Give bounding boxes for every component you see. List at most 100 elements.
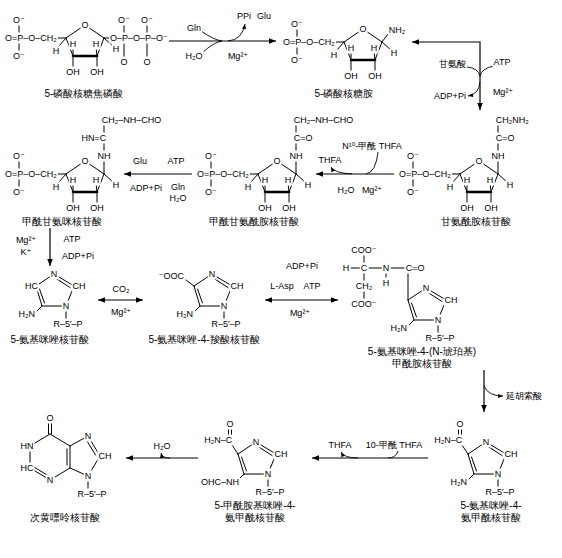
bond-line <box>472 457 477 471</box>
bond-line <box>390 268 404 269</box>
atom-label: ⁻OOC <box>158 271 185 282</box>
bond-line <box>428 293 442 302</box>
atom-label: N <box>208 269 217 280</box>
bond-line <box>351 60 352 71</box>
bond-line <box>48 423 49 434</box>
compound-name: 5-甲酰胺基咪唑-4- 氨甲酰核苷酸 <box>205 500 305 524</box>
bond-line <box>51 423 52 434</box>
atom-label: O <box>272 156 281 167</box>
bond-line <box>350 268 360 269</box>
bond-line <box>214 279 228 288</box>
atom-label: R–5′–P <box>210 319 241 330</box>
atom-label: O⁻ <box>204 151 218 162</box>
atom-label: H <box>382 278 391 289</box>
atom-label: O <box>455 419 464 430</box>
atom-label: CH <box>444 295 459 306</box>
bond-line <box>258 447 272 456</box>
bond-line <box>97 56 98 67</box>
atom-label: CH <box>98 451 113 462</box>
cofactor-arc <box>202 41 222 53</box>
atom-label: CH₂–NH–CHO <box>101 115 163 126</box>
atom-label: O⁻ <box>12 187 26 198</box>
atom-label: H <box>261 175 270 186</box>
reaction-arrow <box>483 370 484 412</box>
atom-label: O⁻ <box>406 151 420 162</box>
bond-line <box>409 320 414 325</box>
atom-label: O <box>119 57 128 68</box>
bond-line <box>70 446 71 468</box>
bond-line <box>73 192 74 203</box>
cofactor-label: ATP <box>167 156 186 167</box>
cofactor-label: THFA <box>327 440 352 451</box>
atom-label: O⁻ <box>12 51 26 62</box>
atom-label: O <box>358 24 367 35</box>
cofactor-label: H₂O <box>337 185 356 196</box>
atom-label: O⁻ <box>406 187 420 198</box>
bond-line <box>488 447 502 456</box>
atom-label: N <box>382 263 391 274</box>
cofactor-label: ADP+Pi <box>285 261 319 272</box>
atom-label: CH <box>274 449 289 460</box>
atom-label: N <box>46 475 55 486</box>
atom-label: HN=C <box>81 133 108 144</box>
atom-label: H₂N <box>450 477 469 488</box>
bond-line <box>198 289 203 303</box>
bond-line <box>469 474 474 479</box>
bond-line <box>104 160 105 174</box>
cofactor-label: N¹⁰-甲酰 THFA <box>341 141 403 152</box>
reaction-arrow <box>412 42 480 110</box>
atom-label: NH₂ <box>388 25 407 36</box>
cofactor-label: Gln <box>186 23 202 34</box>
atom-label: O <box>45 413 54 424</box>
bond-line <box>467 192 468 203</box>
cofactor-arc <box>331 167 352 174</box>
atom-label: H <box>52 46 61 57</box>
atom-label: N <box>422 283 431 294</box>
atom-label: H₂N <box>176 309 195 320</box>
cofactor-arc <box>484 386 503 396</box>
bond-line <box>186 280 194 286</box>
bond-line <box>462 445 468 454</box>
atom-label: H₂N–C <box>203 435 233 446</box>
compound-name: 5-氨基咪唑-4-(N-琥珀基) 甲酰胺核苷酸 <box>338 346 506 370</box>
atom-label: O⁻ <box>290 19 304 30</box>
cofactor-label: PPi <box>236 11 252 22</box>
cofactor-label: CO₂ <box>112 284 131 295</box>
compound-name: 5-磷酸核糖焦磷酸 <box>0 88 168 100</box>
bond-line <box>97 192 98 203</box>
cofactor-label: THFA <box>317 155 342 166</box>
atom-label: O <box>142 57 151 68</box>
atom-label: O=P–O–CH₂ <box>196 169 250 180</box>
cofactor-arc <box>228 24 245 41</box>
bond-line <box>40 289 45 303</box>
atom-label: R–5′–P <box>484 487 515 498</box>
cofactor-label: H₂O <box>185 51 204 62</box>
atom-label: N <box>62 301 71 312</box>
atom-label: H <box>112 44 121 55</box>
compound-name: 甲酰甘氨酰胺核苷酸 <box>192 216 316 228</box>
compound-name: 5-氨基咪唑-4-羧酸核苷酸 <box>143 334 265 346</box>
cofactor-label: ATP <box>303 281 322 292</box>
bond-line <box>296 160 297 174</box>
atom-label: HC <box>20 463 35 474</box>
atom-label: OH <box>65 67 81 78</box>
atom-label: N <box>264 469 273 480</box>
atom-label: N <box>84 431 93 442</box>
atom-label: N <box>482 437 491 448</box>
compound-name: 甘氨酰胺核苷酸 <box>394 216 558 228</box>
atom-label: H <box>446 182 455 193</box>
atom-label: C=O <box>495 133 516 144</box>
atom-label: H <box>304 180 313 191</box>
atom-label: OHC–NH <box>200 477 240 488</box>
cofactor-label: K⁺ <box>20 247 33 258</box>
cofactor-label: H₂O <box>169 193 188 204</box>
atom-label: H <box>506 180 515 191</box>
cofactor-label: L-Asp <box>269 281 295 292</box>
atom-label: OH <box>89 67 105 78</box>
atom-label: OH <box>65 203 81 214</box>
bond-line <box>265 191 289 194</box>
atom-label: CH₂–NH–CHO <box>293 115 355 126</box>
atom-label: H <box>69 175 78 186</box>
cofactor-label: ATP <box>63 234 82 245</box>
cofactor-arc <box>468 82 480 96</box>
